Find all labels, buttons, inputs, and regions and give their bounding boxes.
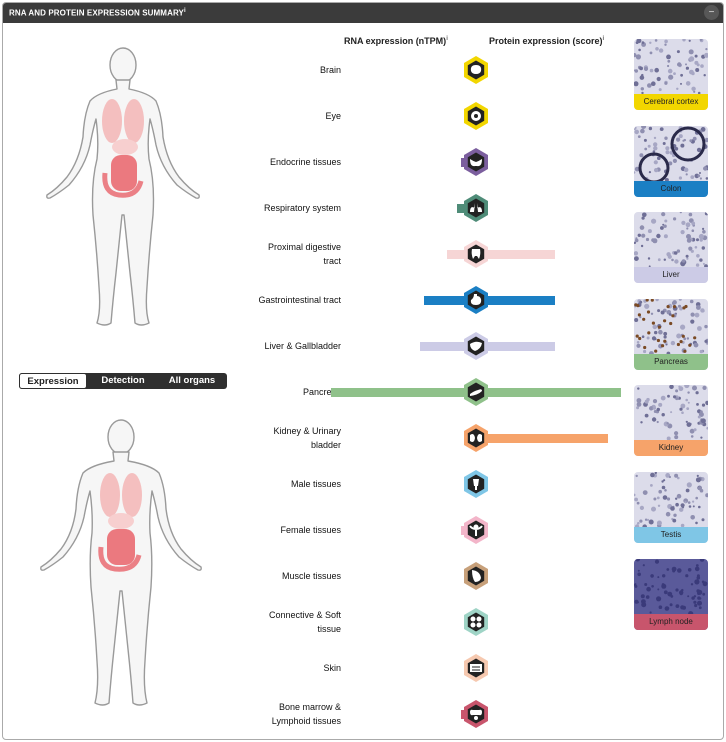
tissue-label[interactable]: Gastrointestinal tract bbox=[258, 295, 341, 305]
rna-column-header: RNA expression (nTPM)i bbox=[344, 36, 448, 46]
tissue-label[interactable]: Brain bbox=[319, 65, 341, 75]
muscle-icon[interactable] bbox=[462, 561, 490, 591]
tissue-thumbnail[interactable]: Pancreas bbox=[634, 299, 708, 370]
tissue-thumbnail[interactable]: Colon bbox=[634, 126, 708, 197]
tissue-thumbnail[interactable]: Cerebral cortex bbox=[634, 39, 708, 110]
tissue-label[interactable]: Female tissues bbox=[280, 525, 341, 535]
pancreas-icon[interactable] bbox=[462, 377, 490, 407]
tissue-label[interactable]: Muscle tissues bbox=[281, 571, 341, 581]
tissue-label[interactable]: Kidney & Urinary bladder bbox=[273, 426, 341, 450]
liver-icon[interactable] bbox=[462, 331, 490, 361]
info-mark[interactable]: i bbox=[602, 36, 605, 42]
male-body-figure[interactable] bbox=[31, 415, 211, 725]
rna-bar[interactable] bbox=[461, 526, 464, 535]
thumbnail-label: Colon bbox=[634, 181, 708, 197]
thumbnail-label: Testis bbox=[634, 527, 708, 543]
rna-bar[interactable] bbox=[447, 250, 464, 259]
female-body-outline bbox=[46, 47, 200, 326]
eye-icon[interactable] bbox=[462, 101, 490, 131]
female-icon[interactable] bbox=[462, 515, 490, 545]
thumbnail-label: Cerebral cortex bbox=[634, 94, 708, 110]
rna-bar[interactable] bbox=[461, 710, 464, 719]
tab-detection[interactable]: Detection bbox=[101, 375, 145, 386]
tissue-label[interactable]: Male tissues bbox=[290, 479, 341, 489]
tissue-label[interactable]: Proximal digestive tract bbox=[267, 242, 341, 266]
thumbnail-label: Liver bbox=[634, 267, 708, 283]
panel-title: RNA AND PROTEIN EXPRESSION SUMMARYi bbox=[9, 8, 186, 18]
stomach-icon[interactable] bbox=[462, 285, 490, 315]
protein-bar[interactable] bbox=[488, 388, 621, 397]
info-mark[interactable]: i bbox=[183, 8, 186, 14]
rna-bar[interactable] bbox=[420, 342, 464, 351]
tissue-label[interactable]: Liver & Gallbladder bbox=[264, 341, 341, 351]
tissue-label[interactable]: Respiratory system bbox=[263, 203, 341, 213]
protein-bar[interactable] bbox=[488, 434, 608, 443]
male-body-outline bbox=[40, 419, 202, 706]
lungs-icon[interactable] bbox=[462, 193, 490, 223]
female-organs bbox=[102, 99, 144, 198]
tissue-label[interactable]: Eye bbox=[325, 111, 341, 121]
skin-icon[interactable] bbox=[462, 653, 490, 683]
tissue-thumbnail[interactable]: Testis bbox=[634, 472, 708, 543]
tissue-thumbnail[interactable]: Liver bbox=[634, 212, 708, 283]
male-icon[interactable] bbox=[462, 469, 490, 499]
protein-bar[interactable] bbox=[488, 296, 555, 305]
male-organs bbox=[98, 473, 142, 572]
protein-bar[interactable] bbox=[488, 342, 555, 351]
tooth-icon[interactable] bbox=[462, 239, 490, 269]
rna-bar[interactable] bbox=[424, 296, 464, 305]
brain-icon[interactable] bbox=[462, 55, 490, 85]
tissue-label[interactable]: Pancreas bbox=[302, 387, 341, 397]
protein-bar[interactable] bbox=[488, 250, 555, 259]
tissue-thumbnail[interactable]: Lymph node bbox=[634, 559, 708, 630]
view-tabs: Expression Detection All organs bbox=[19, 373, 227, 389]
tissue-label[interactable]: Connective & Soft tissue bbox=[268, 610, 341, 634]
thumbnail-label: Kidney bbox=[634, 440, 708, 456]
panel-header: RNA AND PROTEIN EXPRESSION SUMMARYi − bbox=[3, 3, 723, 23]
info-mark[interactable]: i bbox=[446, 36, 448, 42]
kidney-icon[interactable] bbox=[462, 423, 490, 453]
collapse-button[interactable]: − bbox=[704, 5, 719, 20]
rna-bar[interactable] bbox=[461, 158, 464, 167]
cells-icon[interactable] bbox=[462, 607, 490, 637]
bone-marrow-icon[interactable] bbox=[462, 699, 490, 729]
thumbnail-label: Lymph node bbox=[634, 614, 708, 630]
tissue-label[interactable]: Endocrine tissues bbox=[269, 157, 341, 167]
tissue-label[interactable]: Bone marrow & Lymphoid tissues bbox=[271, 702, 341, 726]
tab-expression[interactable]: Expression bbox=[19, 373, 87, 389]
tissue-thumbnail[interactable]: Kidney bbox=[634, 385, 708, 456]
protein-column-header: Protein expression (score)i bbox=[489, 36, 605, 46]
rna-bar[interactable] bbox=[457, 204, 464, 213]
thyroid-icon[interactable] bbox=[462, 147, 490, 177]
tab-all-organs[interactable]: All organs bbox=[168, 375, 216, 386]
thumbnail-label: Pancreas bbox=[634, 354, 708, 370]
tissue-label[interactable]: Skin bbox=[323, 663, 341, 673]
female-body-figure[interactable] bbox=[33, 43, 213, 343]
rna-bar[interactable] bbox=[331, 388, 464, 397]
